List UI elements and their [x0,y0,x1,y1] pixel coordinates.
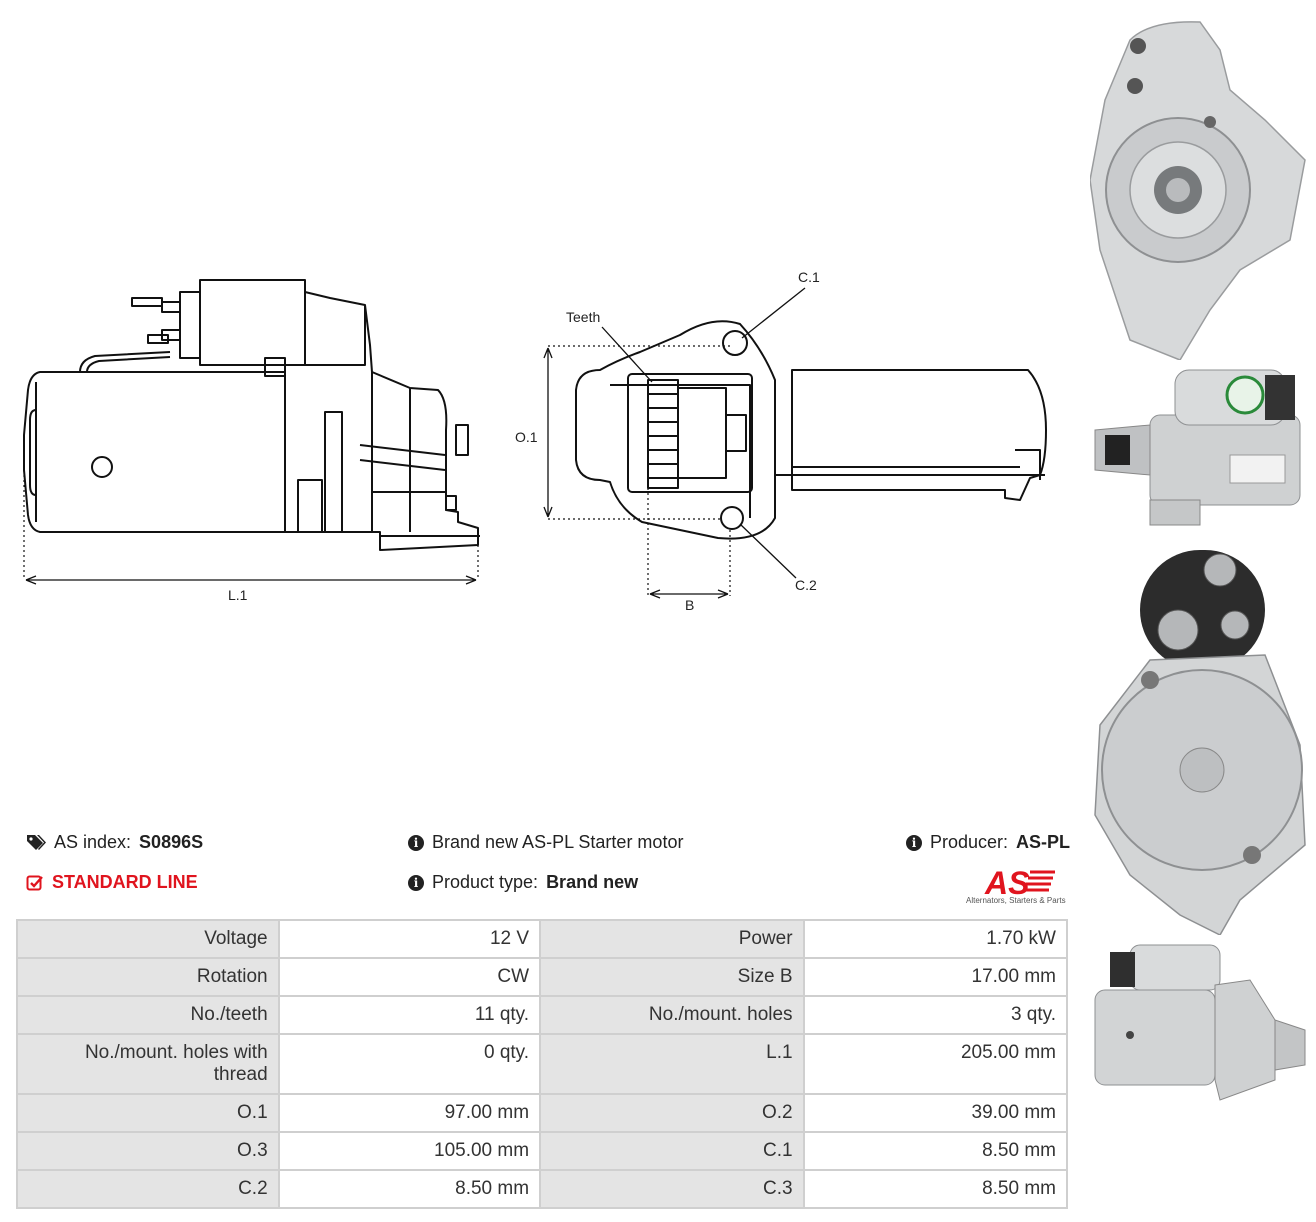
spec-value: 205.00 mm [802,1033,1069,1095]
spec-value: 97.00 mm [277,1093,542,1133]
product-photo-front[interactable] [1090,10,1308,360]
standard-line-row: STANDARD LINE [26,872,198,893]
dim-b-label: B [685,597,694,613]
starter-side-view-drawing: L.1 [23,279,480,603]
spec-value: 8.50 mm [277,1169,542,1209]
spec-label: Power [539,919,805,959]
spec-label: O.3 [16,1131,280,1171]
logo-mark: AS [984,865,1055,901]
product-type-value: Brand new [546,872,639,892]
as-index-value: S0896S [139,832,204,852]
dim-c1-label: C.1 [798,269,820,285]
spec-value: 39.00 mm [802,1093,1069,1133]
check-square-icon [26,874,44,892]
spec-label: No./mount. holes [539,995,805,1035]
line-label: STANDARD LINE [52,872,198,892]
spec-value: 1.70 kW [802,919,1069,959]
spec-label: No./mount. holes with thread [16,1033,280,1095]
tags-icon [26,834,46,852]
producer-label: Producer: [930,832,1009,852]
product-type-label: Product type: [432,872,539,892]
logo-text: AS [984,866,1030,898]
as-index-row: AS index: S0896S [26,832,203,853]
spec-value: 12 V [277,919,542,959]
product-photo-side-label[interactable] [1090,360,1308,540]
info-circle-icon: i [408,874,424,891]
product-photo-side[interactable] [1090,940,1308,1120]
spec-label: Size B [539,957,805,997]
description-row: i Brand new AS-PL Starter motor [408,832,683,853]
producer-value: AS-PL [1016,832,1071,852]
producer-row: i Producer: AS-PL [906,832,1070,853]
table-row: C.2 8.50 mm C.3 8.50 mm [16,1169,1069,1209]
as-pl-logo: AS [960,865,1068,906]
teeth-label: Teeth [566,309,600,325]
table-row: Rotation CW Size B 17.00 mm [16,957,1069,997]
spec-value: 11 qty. [277,995,542,1035]
info-circle-icon: i [906,834,922,851]
table-row: Voltage 12 V Power 1.70 kW [16,919,1069,959]
dim-c2-label: C.2 [795,577,817,593]
spec-label: L.1 [539,1033,805,1095]
spec-label: C.1 [539,1131,805,1171]
spec-label: Rotation [16,957,280,997]
dim-o1-label: O.1 [515,429,538,445]
spec-label: No./teeth [16,995,280,1035]
spec-label: C.3 [539,1169,805,1209]
dim-l1-label: L.1 [228,587,248,603]
spec-value: 105.00 mm [277,1131,542,1171]
starter-front-view-drawing: Teeth C.1 C.2 O.1 B [515,269,1047,613]
table-row: O.3 105.00 mm C.1 8.50 mm [16,1131,1069,1171]
spec-value: 0 qty. [277,1033,542,1095]
spec-table: Voltage 12 V Power 1.70 kW Rotation CW S… [16,919,1069,1209]
spec-label: C.2 [16,1169,280,1209]
product-photo-rear[interactable] [1090,545,1308,935]
spec-value: 3 qty. [802,995,1069,1035]
spec-value: 17.00 mm [802,957,1069,997]
info-circle-icon: i [408,834,424,851]
table-row: O.1 97.00 mm O.2 39.00 mm [16,1093,1069,1133]
product-description: Brand new AS-PL Starter motor [432,832,684,852]
spec-value: 8.50 mm [802,1169,1069,1209]
product-type-row: i Product type: Brand new [408,872,638,893]
table-row: No./mount. holes with thread 0 qty. L.1 … [16,1033,1069,1095]
spec-label: Voltage [16,919,280,959]
spec-label: O.2 [539,1093,805,1133]
logo-tagline: Alternators, Starters & Parts [966,896,1066,905]
table-row: No./teeth 11 qty. No./mount. holes 3 qty… [16,995,1069,1035]
as-index-label: AS index: [54,832,132,852]
spec-value: 8.50 mm [802,1131,1069,1171]
spec-value: CW [277,957,542,997]
spec-label: O.1 [16,1093,280,1133]
